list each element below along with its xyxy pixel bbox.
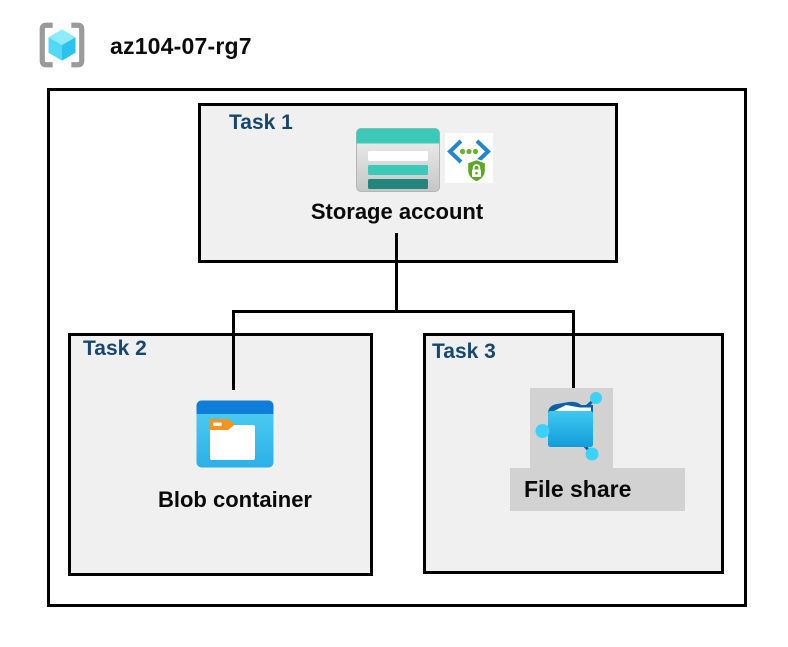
- secure-endpoint-icon: [445, 133, 493, 183]
- connector-branch-to-fileshare: [572, 310, 575, 390]
- connector-branch-horizontal: [232, 310, 575, 313]
- file-share-label-backdrop: [510, 468, 685, 511]
- task2-label: Task 2: [83, 337, 147, 360]
- file-share-icon: [535, 392, 602, 461]
- storage-account-label: Storage account: [310, 199, 484, 224]
- connector-storage-to-branch: [395, 233, 398, 312]
- file-share-label: File share: [524, 476, 632, 502]
- resource-group-name: az104-07-rg7: [110, 33, 252, 59]
- task3-label: Task 3: [432, 340, 496, 363]
- storage-account-icon: [356, 128, 440, 192]
- blob-container-icon: [196, 400, 274, 468]
- task1-label: Task 1: [229, 111, 293, 134]
- blob-container-label: Blob container: [157, 487, 312, 512]
- resource-group-icon: [39, 22, 85, 68]
- connector-branch-to-blob: [232, 310, 235, 390]
